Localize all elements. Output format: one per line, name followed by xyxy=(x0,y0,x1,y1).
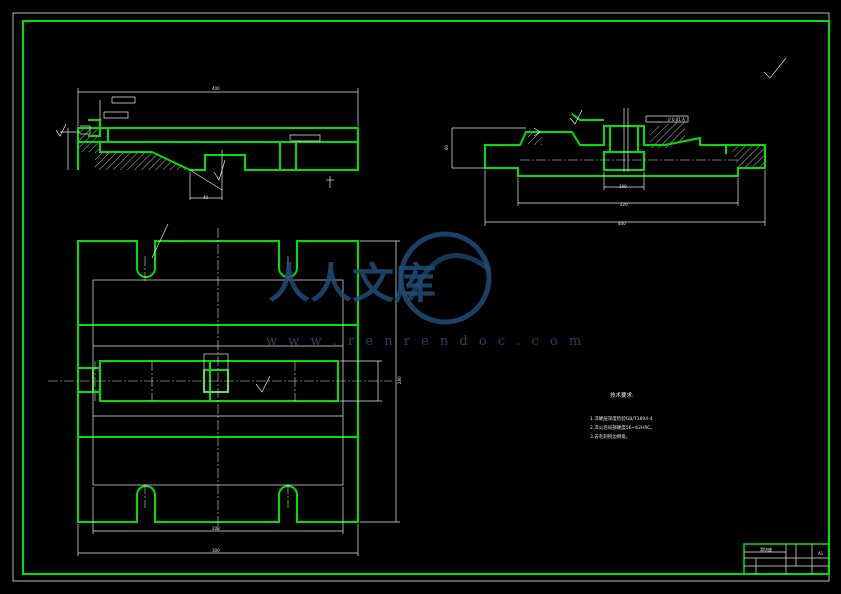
front-section-view: 400 40 xyxy=(55,86,359,200)
watermark-brand: 人人文库 xyxy=(268,259,436,308)
dim-side-overall: 400 xyxy=(618,221,626,226)
dim-front-thickness: 40 xyxy=(203,195,209,200)
dim-plan-inner: 200 xyxy=(212,526,220,531)
tol-parallel-side: // 0.01 A xyxy=(668,117,685,122)
watermark: 人人文库 w w w . r e n r e n d o c . c o m xyxy=(266,231,585,349)
plan-view: 200 300 280 xyxy=(48,223,402,556)
technical-notes: 技术要求: 1.淬硬层深度检验GB/T1894-4 2.淬火后局部硬度56~62… xyxy=(590,391,655,440)
title-block-name: 滑块座 xyxy=(760,546,772,552)
watermark-url: w w w . r e n r e n d o c . c o m xyxy=(266,334,585,349)
notes-item-3: 3.去毛刺锐边倒角。 xyxy=(590,433,630,440)
dim-plan-height: 280 xyxy=(397,376,402,384)
notes-item-2: 2.淬火后局部硬度56~62HRC。 xyxy=(590,424,655,431)
side-section-view: // 0.01 A 100 220 400 60 xyxy=(444,57,787,226)
dim-side-height: 60 xyxy=(444,144,449,150)
dim-side-slot: 100 xyxy=(619,184,627,189)
notes-title: 技术要求: xyxy=(610,391,634,399)
notes-item-1: 1.淬硬层深度检验GB/T1894-4 xyxy=(590,415,653,422)
dim-side-inner: 220 xyxy=(620,202,628,207)
title-block-sheet: A1 xyxy=(818,551,824,556)
title-block: 滑块座 A1 xyxy=(743,543,830,575)
inner-frame xyxy=(22,20,830,575)
dim-front-length: 400 xyxy=(212,86,220,91)
dim-plan-width: 300 xyxy=(212,548,220,553)
